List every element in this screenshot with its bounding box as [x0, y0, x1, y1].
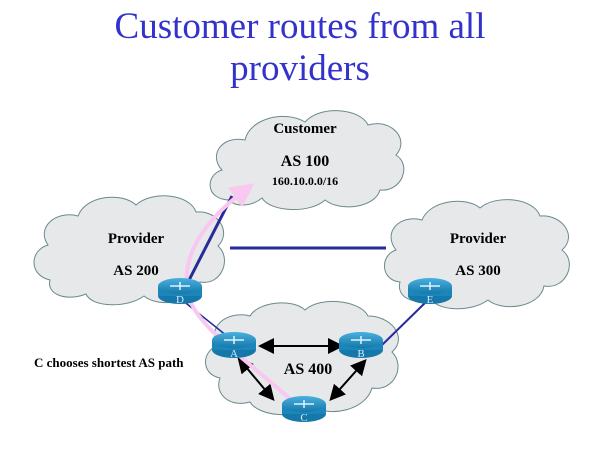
router-c-label: C	[300, 412, 307, 424]
link-d-customer	[183, 195, 234, 289]
link-e-b	[381, 299, 429, 346]
router-d-label: D	[176, 294, 184, 306]
router-e: E	[408, 278, 452, 306]
provider-as300-name: Provider	[450, 231, 507, 247]
router-c: C	[282, 396, 326, 424]
arrow-b-c	[329, 359, 367, 401]
provider-as300-as: AS 300	[455, 263, 500, 279]
router-b-label: B	[357, 348, 364, 360]
customer-name: Customer	[273, 121, 337, 137]
router-b: B	[339, 332, 383, 360]
provider-as200-as: AS 200	[113, 263, 158, 279]
slide-title: Customer routes from all providers	[0, 6, 600, 90]
title-line-1: Customer routes from all	[114, 6, 486, 47]
title-line-2: providers	[230, 48, 370, 89]
as400-label: AS 400	[284, 361, 332, 378]
cloud-customer	[209, 110, 405, 211]
arrow-a-c	[237, 356, 275, 402]
provider-as200-name: Provider	[108, 231, 165, 247]
router-e-label: E	[427, 294, 434, 306]
router-a-label: A	[230, 348, 238, 360]
customer-prefix: 160.10.0.0/16	[272, 174, 338, 188]
customer-as: AS 100	[281, 153, 329, 170]
router-a: A	[212, 332, 256, 360]
path-selection-note: C chooses shortest AS path	[34, 355, 184, 370]
router-d: D	[158, 278, 202, 306]
